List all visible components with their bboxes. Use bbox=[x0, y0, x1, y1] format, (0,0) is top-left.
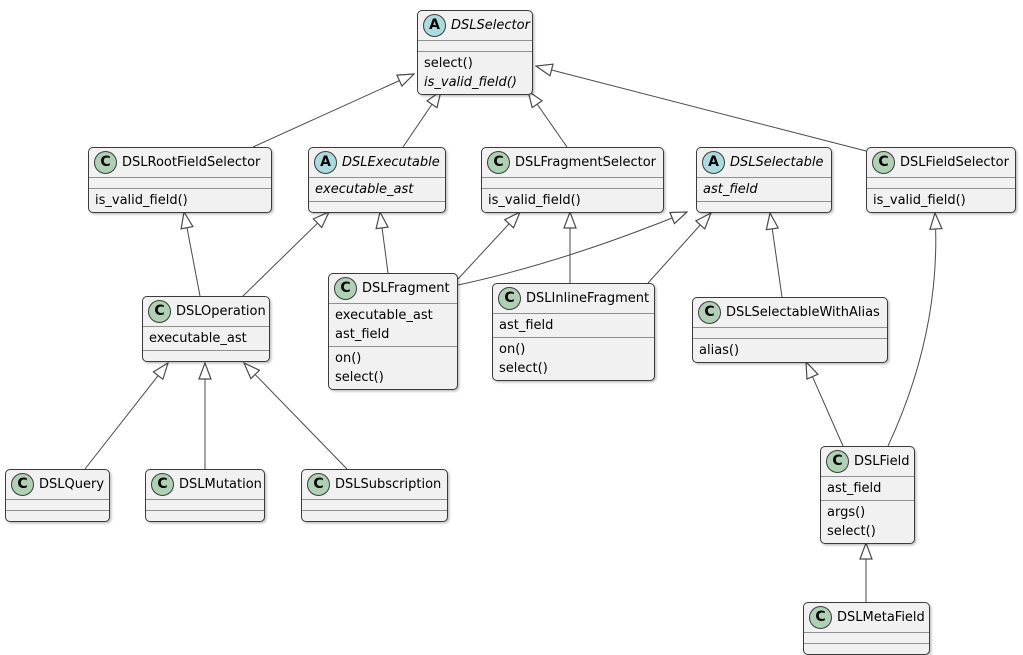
inheritance-edge-dslfragment-to-dslfragmentselector bbox=[457, 212, 520, 280]
inheritance-edge-dslfieldselector-to-dslselector bbox=[536, 66, 867, 152]
inheritance-edge-dsloperation-to-dslexecutable bbox=[242, 212, 329, 297]
inheritance-edge-dslexecutable-to-dslselector bbox=[402, 91, 441, 148]
inheritance-edge-dslfragment-to-dslexecutable bbox=[380, 212, 388, 274]
inheritance-edge-dslfield-to-dslfieldselector bbox=[887, 213, 936, 447]
inheritance-edge-dslselectablewithalias-to-dslselectable bbox=[770, 213, 783, 298]
inheritance-edge-dslrootfieldselector-to-dslselector bbox=[252, 74, 414, 148]
inheritance-edge-dslfield-to-dslselectablewithalias bbox=[806, 362, 844, 447]
inheritance-edge-dslfragmentselector-to-dslselector bbox=[528, 91, 568, 148]
inheritance-edge-dslquery-to-dsloperation bbox=[84, 363, 168, 470]
inheritance-edge-dslfragment-to-dslselectable bbox=[457, 212, 687, 286]
inheritance-edge-dslsubscription-to-dsloperation bbox=[244, 363, 348, 470]
inheritance-edge-dsloperation-to-dslrootfieldselector bbox=[184, 212, 201, 297]
inheritance-edge-dslinlinefragment-to-dslselectable bbox=[647, 213, 711, 284]
